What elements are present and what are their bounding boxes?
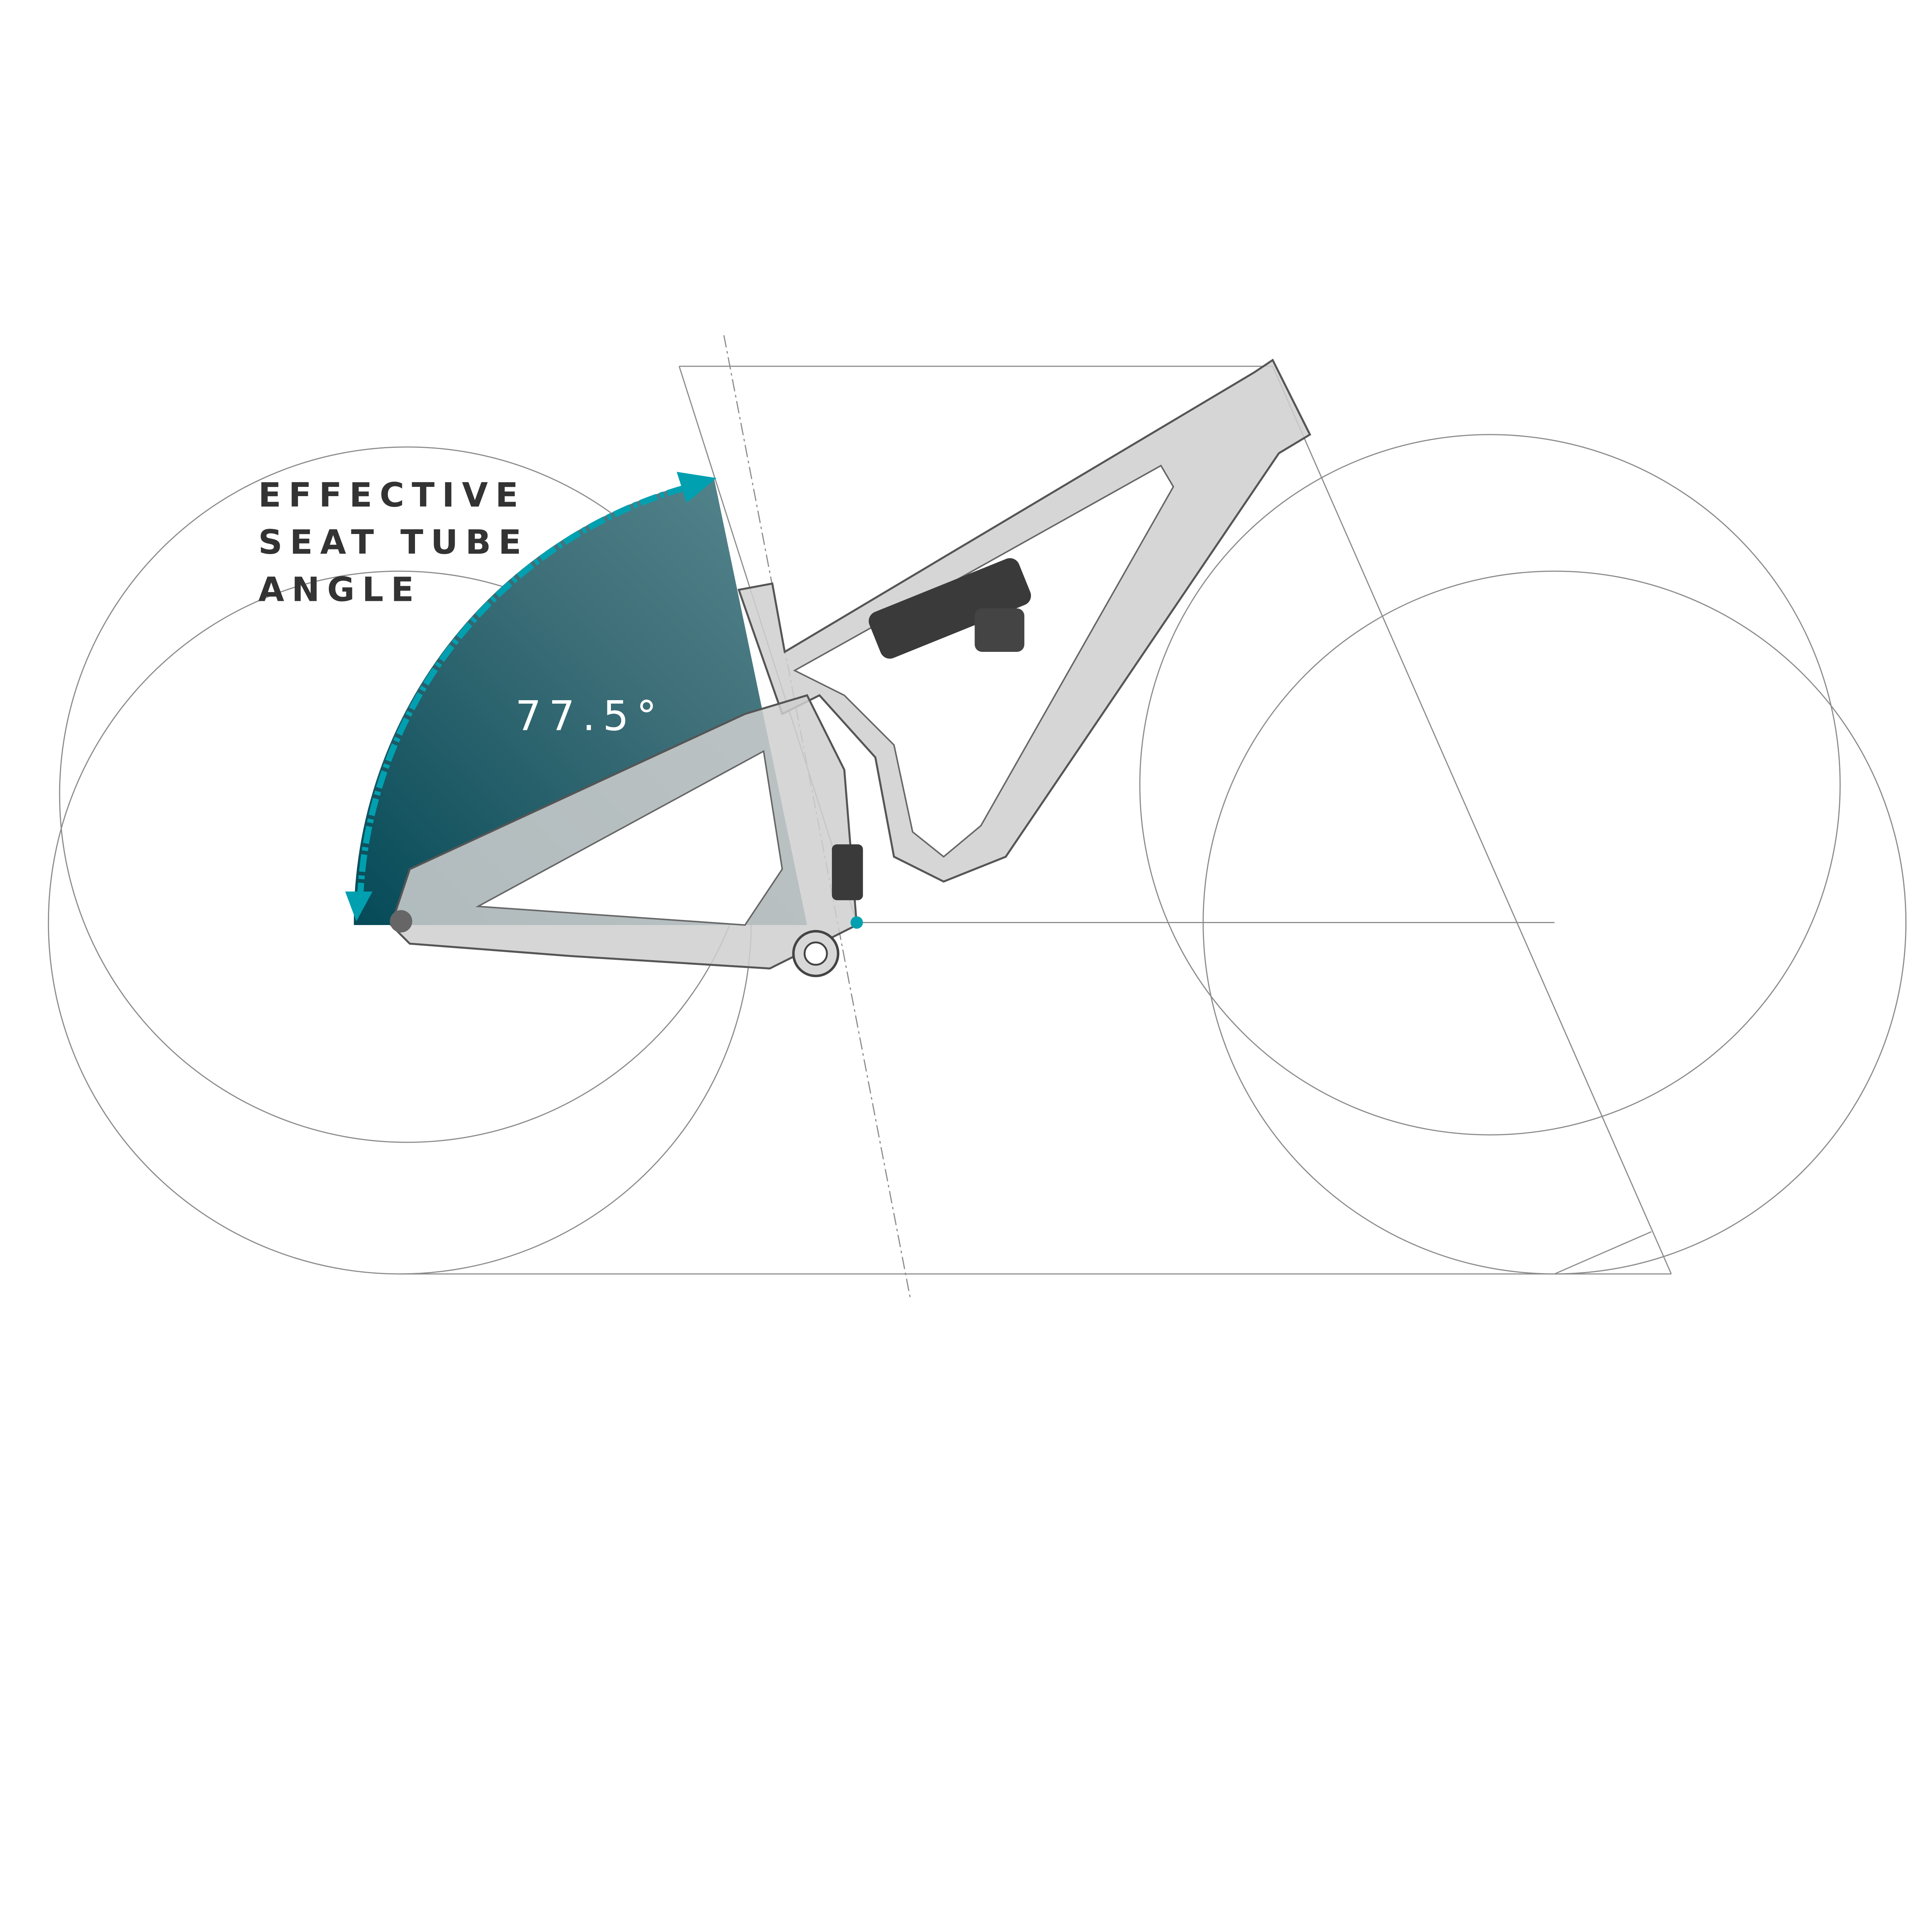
- seat-tube-angle-diagram: EFFECTIVE SEAT TUBE ANGLE 77.5°: [48, 335, 1906, 1298]
- angle-arrow-icon: [345, 891, 373, 922]
- bike-frame-drawing: [389, 359, 1311, 977]
- angle-arc-dashed: [357, 483, 690, 901]
- angle-arrow-icon: [677, 472, 717, 503]
- head-angle-line: [1554, 1231, 1652, 1275]
- label-line-1: EFFECTIVE: [258, 476, 526, 515]
- diagram-svg: EFFECTIVE SEAT TUBE ANGLE 77.5°: [48, 335, 1906, 1298]
- label-line-2: SEAT TUBE: [258, 523, 529, 562]
- seat-tube-axis-line: [723, 335, 911, 1298]
- steering-axis-line: [1272, 366, 1672, 1274]
- label-line-3: ANGLE: [258, 570, 421, 609]
- front-wheel-outline-1: [1139, 434, 1841, 1136]
- angle-value: 77.5°: [515, 692, 665, 740]
